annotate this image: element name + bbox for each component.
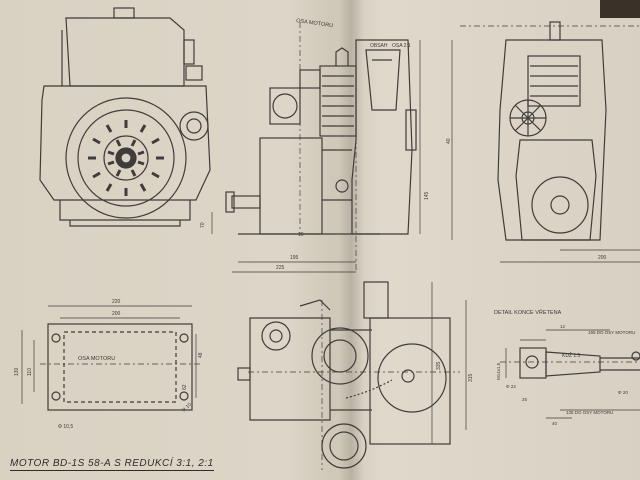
front-view-engine [39, 7, 211, 227]
dim-22: Φ 22 [506, 384, 516, 389]
side-view-engine [211, 22, 421, 273]
top-view-engine [237, 281, 467, 470]
mounting-plan [21, 305, 200, 411]
dim-25: 25 [522, 397, 528, 402]
dim-48: 48 [198, 352, 204, 358]
dim-10: 10 [298, 232, 304, 238]
dim-200-front: 200 [598, 255, 607, 261]
spindle-end-detail [500, 329, 640, 419]
dim-20: Φ 20 [618, 390, 628, 395]
label-osa-motoru-top: OSA MOTORU [296, 18, 334, 29]
label-obsah: OBSAH [370, 43, 388, 49]
dim-220: 220 [112, 299, 121, 305]
label-osa-21: OSA 2:1 [392, 43, 411, 49]
label-do-osy-2: 135 DO OSY MOTORU [566, 410, 613, 415]
dim-225: 225 [276, 265, 285, 271]
dim-70: 70 [200, 222, 206, 228]
dim-200-plan: 200 [112, 311, 121, 317]
dim-145: 145 [424, 191, 430, 200]
dim-40-front: 40 [446, 138, 452, 144]
dim-m14: M14x1,5 [496, 362, 501, 380]
rear-view-engine [451, 21, 640, 263]
dim-335: 335 [436, 361, 442, 370]
dim-r10: R 10 [181, 402, 193, 414]
label-do-osy-1: 165 DO OSY MOTORU [588, 330, 635, 335]
dim-130: 130 [14, 367, 20, 376]
dim-12: 12 [560, 324, 566, 329]
dim-195: 195 [290, 255, 299, 261]
label-osa-motoru-plan: OSA MOTORU [78, 356, 115, 362]
dim-10-5: Φ 10,5 [58, 424, 73, 430]
background-corner [600, 0, 640, 18]
dim-62: 62 [182, 384, 188, 390]
dim-110: 110 [27, 368, 33, 376]
dim-40-detail: 40 [552, 421, 558, 426]
label-detail: DETAIL KONCE VŘETENA [494, 308, 562, 316]
dim-315: 315 [468, 373, 474, 382]
page-fold-shadow [338, 0, 364, 480]
drawing-caption: MOTOR BD-1S 58-A S REDUKCÍ 3:1, 2:1 [10, 458, 214, 471]
label-kuz: KUŽ 1:5 [562, 351, 581, 359]
